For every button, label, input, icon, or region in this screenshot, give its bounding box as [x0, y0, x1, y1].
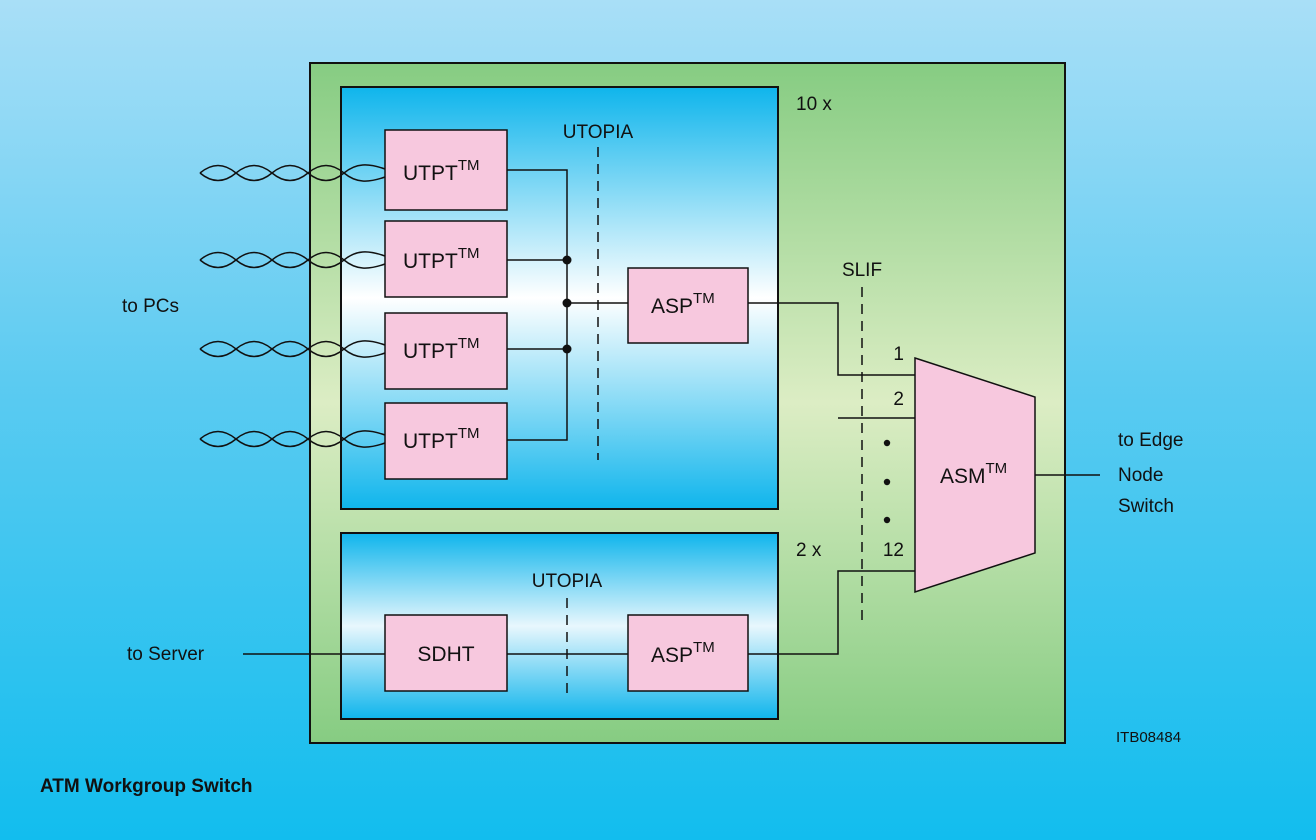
twisted-pair-3	[199, 340, 386, 358]
svg-text:ASPTM: ASPTM	[651, 290, 715, 318]
tm-superscript: TM	[458, 425, 480, 442]
svg-text:UTPTTM: UTPTTM	[403, 335, 480, 363]
multiplier-bottom: 2 x	[796, 540, 822, 561]
utpt-label: UTPT	[403, 430, 458, 453]
port-ellipsis	[883, 439, 891, 524]
tm-superscript: TM	[458, 157, 480, 174]
twisted-pair-2	[199, 251, 386, 269]
tm-superscript: TM	[458, 245, 480, 262]
utopia-top-label: UTOPIA	[563, 122, 634, 143]
twisted-pair-cables	[199, 164, 386, 448]
utpt-label: UTPT	[403, 162, 458, 185]
junction-dot	[562, 344, 572, 354]
asp-block-top: ASPTM	[627, 267, 749, 344]
tm-superscript: TM	[458, 335, 480, 352]
asm-multiplexer: ASMTM	[914, 356, 1036, 594]
twisted-pair-1	[199, 164, 386, 182]
tm-superscript: TM	[986, 460, 1008, 477]
to-edge-label-line1: to Edge	[1118, 430, 1184, 451]
twisted-pair-4	[199, 430, 386, 448]
multiplier-top: 10 x	[796, 94, 832, 115]
utpt-block: UTPTTM	[384, 402, 508, 480]
utpt-label: UTPT	[403, 340, 458, 363]
port-label: 12	[883, 540, 904, 561]
sdht-block: SDHT	[384, 614, 508, 692]
asp-block-bottom: ASPTM	[627, 614, 749, 692]
svg-text:ASMTM: ASMTM	[940, 460, 1007, 488]
sdht-label: SDHT	[417, 643, 474, 666]
figure-title: ATM Workgroup Switch	[40, 776, 253, 797]
utpt-label: UTPT	[403, 250, 458, 273]
svg-text:ASPTM: ASPTM	[651, 639, 715, 667]
utpt-block: UTPTTM	[384, 129, 508, 211]
junction-dots	[562, 255, 572, 354]
utopia-bottom-label: UTOPIA	[532, 571, 603, 592]
junction-dot	[562, 298, 572, 308]
to-edge-label-line2: Node	[1118, 465, 1163, 486]
to-server-label: to Server	[127, 644, 205, 665]
to-edge-label-line3: Switch	[1118, 496, 1174, 517]
asp-label: ASP	[651, 644, 693, 667]
figure-id: ITB08484	[1116, 729, 1181, 746]
utpt-block: UTPTTM	[384, 220, 508, 298]
asm-label: ASM	[940, 465, 986, 488]
slif-label: SLIF	[842, 260, 882, 281]
tm-superscript: TM	[693, 639, 715, 656]
utpt-block: UTPTTM	[384, 312, 508, 390]
svg-text:UTPTTM: UTPTTM	[403, 425, 480, 453]
port-label: 2	[893, 389, 904, 410]
tm-superscript: TM	[693, 290, 715, 307]
svg-text:UTPTTM: UTPTTM	[403, 245, 480, 273]
asp-label: ASP	[651, 295, 693, 318]
junction-dot	[562, 255, 572, 265]
dashed-separators	[566, 147, 863, 700]
port-label: 1	[893, 344, 904, 365]
to-pcs-label: to PCs	[122, 296, 179, 317]
svg-text:UTPTTM: UTPTTM	[403, 157, 480, 185]
